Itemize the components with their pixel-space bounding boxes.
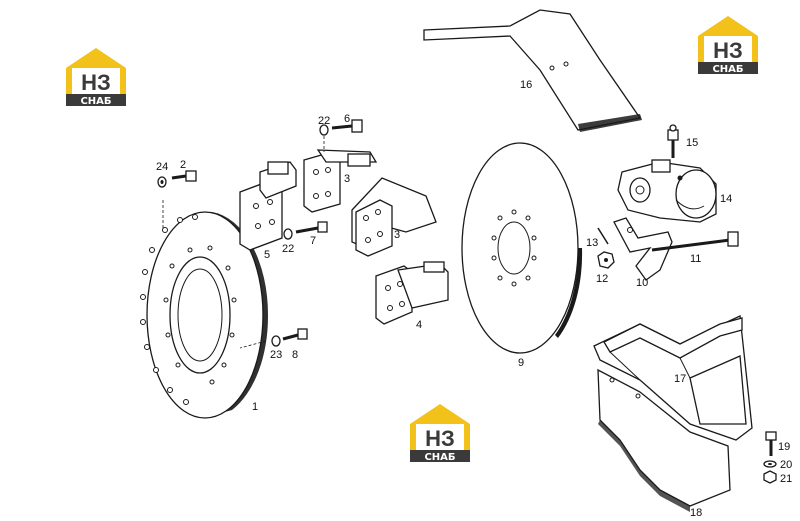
callout-21: 21 — [780, 473, 792, 485]
part-1-brake-disc — [140, 200, 269, 419]
callout-24: 24 — [156, 161, 168, 173]
callout-13: 13 — [586, 237, 598, 249]
part-24-washer — [157, 176, 167, 188]
part-13-cotter-pin — [597, 227, 609, 245]
callout-12: 12 — [596, 273, 608, 285]
callout-15: 15 — [686, 137, 698, 149]
part-21-nut — [763, 470, 777, 484]
part-7-bolt — [295, 221, 328, 234]
callout-17: 17 — [674, 373, 686, 385]
logo-bottom-center: НЗ СНАБ — [410, 404, 470, 463]
callout-8: 8 — [292, 349, 298, 361]
callout-19: 19 — [778, 441, 790, 453]
callout-23: 23 — [270, 349, 282, 361]
logo-top-right: НЗ СНАБ — [698, 16, 758, 75]
part-12-nut — [597, 251, 615, 269]
callout-22-lower: 22 — [282, 243, 294, 255]
callout-18: 18 — [690, 507, 702, 519]
part-8-bolt — [239, 328, 308, 349]
logo-caption: СНАБ — [80, 96, 111, 107]
part-22-nut-lower — [283, 228, 293, 240]
logo-letters: НЗ — [81, 70, 111, 95]
part-18-guard — [597, 368, 731, 512]
part-6-bolt — [323, 119, 363, 152]
part-15-grease-nipple — [667, 124, 679, 158]
callout-1: 1 — [252, 401, 258, 413]
logo-letters: НЗ — [425, 426, 455, 451]
logo-letters: НЗ — [713, 38, 743, 63]
part-10-lever — [613, 217, 673, 281]
callout-3-lower: 3 — [394, 229, 400, 241]
part-9-disc — [461, 142, 583, 354]
part-16-cover-plate — [423, 9, 642, 132]
logo-caption: СНАБ — [712, 64, 743, 75]
logo-caption: СНАБ — [424, 452, 455, 463]
callout-10: 10 — [636, 277, 648, 289]
callout-4: 4 — [416, 319, 422, 331]
callout-7: 7 — [310, 235, 316, 247]
callout-16: 16 — [520, 79, 532, 91]
part-22-nut-upper — [319, 124, 329, 136]
part-19-bolt — [765, 431, 777, 456]
part-11-long-bolt — [651, 231, 739, 252]
callout-22-upper: 22 — [318, 115, 330, 127]
callout-20: 20 — [780, 459, 792, 471]
part-23-washer — [271, 335, 281, 347]
part-14-caliper — [617, 159, 717, 223]
callout-2: 2 — [180, 159, 186, 171]
disc-bolt-holes — [140, 214, 237, 405]
part-3-bracket-upper — [303, 149, 378, 213]
part-17-guard — [593, 315, 753, 441]
part-2-bolt — [171, 170, 197, 182]
callout-11: 11 — [690, 253, 701, 265]
part-5-brake-pad — [239, 161, 297, 251]
callout-5: 5 — [264, 249, 270, 261]
part-4-brake-pad — [375, 261, 449, 325]
logo-top-left: НЗ СНАБ — [66, 48, 126, 107]
callout-6: 6 — [344, 113, 350, 125]
part-3-bracket-lower — [351, 177, 437, 257]
callout-14: 14 — [720, 193, 732, 205]
callout-9: 9 — [518, 357, 524, 369]
callout-3-upper: 3 — [344, 173, 350, 185]
part-20-washer — [763, 460, 777, 468]
